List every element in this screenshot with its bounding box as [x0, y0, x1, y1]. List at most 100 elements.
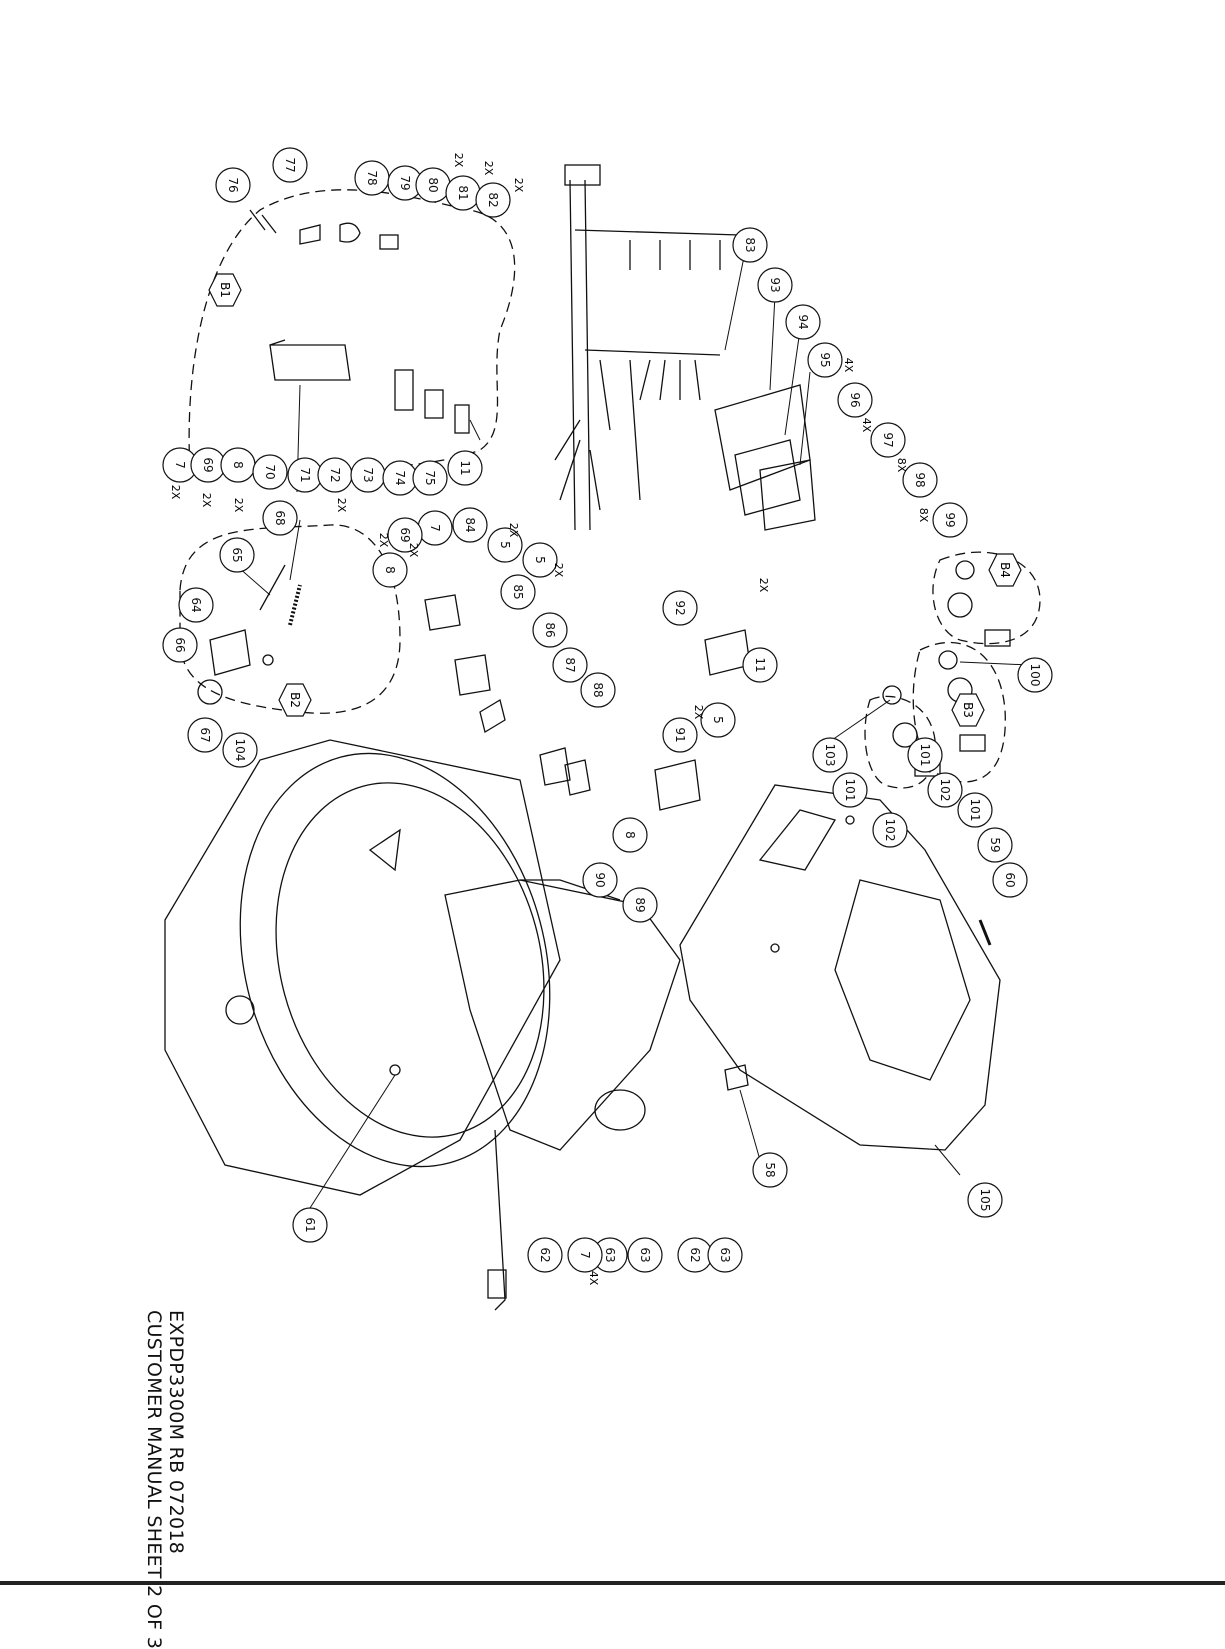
bottom-rule	[0, 1581, 1225, 1585]
part-60	[724, 1064, 749, 1091]
callout-71: 71	[287, 457, 323, 493]
callout-number: 78	[365, 170, 379, 185]
callout-102: 102	[872, 812, 908, 848]
callout-81: 81	[445, 175, 481, 211]
callout-69: 69	[387, 517, 423, 553]
callout-5: 5	[700, 702, 736, 738]
callout-7: 7	[567, 1237, 603, 1273]
group-outline-b2	[179, 524, 401, 714]
callout-101: 101	[957, 792, 993, 828]
part-67	[262, 654, 274, 666]
callout-number: 81	[456, 185, 470, 200]
callout-circle	[872, 812, 908, 848]
quantity-label: 2X	[452, 153, 465, 168]
leader-lines	[229, 251, 1031, 1209]
callout-number: 95	[818, 352, 832, 367]
callout-number: 11	[753, 657, 767, 672]
callout-101: 101	[907, 737, 943, 773]
contact-b3	[959, 734, 986, 752]
callout-number: 60	[1003, 872, 1017, 887]
callout-number: 59	[988, 837, 1002, 852]
callout-number: 92	[673, 600, 687, 615]
callout-number: 7	[428, 524, 442, 532]
callout-number: 74	[393, 470, 407, 485]
callout-number: 83	[743, 237, 757, 252]
callout-number: 84	[463, 517, 477, 532]
callout-circle	[707, 1237, 743, 1273]
group-hexagon	[951, 693, 985, 727]
callout-number: 8	[623, 831, 637, 839]
callout-number: 66	[173, 637, 187, 652]
callout-number: 8	[231, 461, 245, 469]
group-tag-b1: B1	[208, 273, 242, 307]
callout-94: 94	[785, 304, 821, 340]
group-label: B2	[288, 692, 302, 708]
callout-90: 90	[582, 862, 618, 898]
callout-11: 11	[447, 450, 483, 486]
callout-8: 8	[220, 447, 256, 483]
callout-circle	[1017, 657, 1053, 693]
quantity-label: 8X	[895, 458, 908, 473]
control-board	[759, 459, 816, 531]
group-tag-b4: B4	[988, 553, 1022, 587]
callout-number: 101	[843, 779, 857, 802]
callout-number: 72	[328, 467, 342, 482]
callout-circle	[902, 462, 938, 498]
callout-87: 87	[552, 647, 588, 683]
callout-104: 104	[222, 732, 258, 768]
callout-63: 63	[707, 1237, 743, 1273]
callout-circle	[292, 1207, 328, 1243]
group-tag-b2: B2	[278, 683, 312, 717]
callout-circle	[757, 267, 793, 303]
callout-circle	[752, 1152, 788, 1188]
cover-58	[679, 784, 1001, 1151]
callout-number: 8	[383, 566, 397, 574]
wire-harness	[554, 164, 741, 531]
part-73	[394, 369, 414, 411]
callout-circle	[532, 612, 568, 648]
callout-circle	[732, 227, 768, 263]
callout-88: 88	[580, 672, 616, 708]
callout-circle	[907, 737, 943, 773]
part-74	[424, 389, 444, 419]
callout-76: 76	[215, 167, 251, 203]
exploded-parts-diagram: 7698707172737475117677787980818283939495…	[162, 147, 1053, 1311]
quantity-label: 2X	[512, 178, 525, 193]
part-65	[259, 564, 286, 611]
callout-circle	[832, 772, 868, 808]
callout-69: 69	[190, 447, 226, 483]
callout-number: 5	[498, 541, 512, 549]
callout-7: 7	[417, 510, 453, 546]
callout-number: 67	[198, 727, 212, 742]
callout-number: 70	[263, 464, 277, 479]
callout-number: 89	[633, 897, 647, 912]
callout-number: 11	[458, 460, 472, 475]
group-hexagon	[278, 683, 312, 717]
callout-89: 89	[622, 887, 658, 923]
quantity-label: 2X	[407, 543, 420, 558]
quantity-label: 2X	[200, 493, 213, 508]
callout-number: 63	[718, 1247, 732, 1262]
callout-circle	[812, 737, 848, 773]
callout-number: 86	[543, 622, 557, 637]
contact-b4	[984, 629, 1011, 647]
callout-number: 100	[1028, 664, 1042, 687]
callout-circle	[662, 717, 698, 753]
callout-59: 59	[977, 827, 1013, 863]
callout-11: 11	[742, 647, 778, 683]
callout-70: 70	[252, 454, 288, 490]
callout-number: 79	[398, 175, 412, 190]
callout-60: 60	[992, 862, 1028, 898]
callout-circle	[932, 502, 968, 538]
part-77	[299, 224, 321, 245]
callout-circle	[927, 772, 963, 808]
line-art	[164, 164, 1041, 1311]
part-75	[454, 404, 470, 434]
callout-103: 103	[812, 737, 848, 773]
callout-5: 5	[487, 527, 523, 563]
callout-circle	[162, 627, 198, 663]
callout-62: 62	[677, 1237, 713, 1273]
callout-73: 73	[350, 457, 386, 493]
quantity-label: 2X	[552, 563, 565, 578]
